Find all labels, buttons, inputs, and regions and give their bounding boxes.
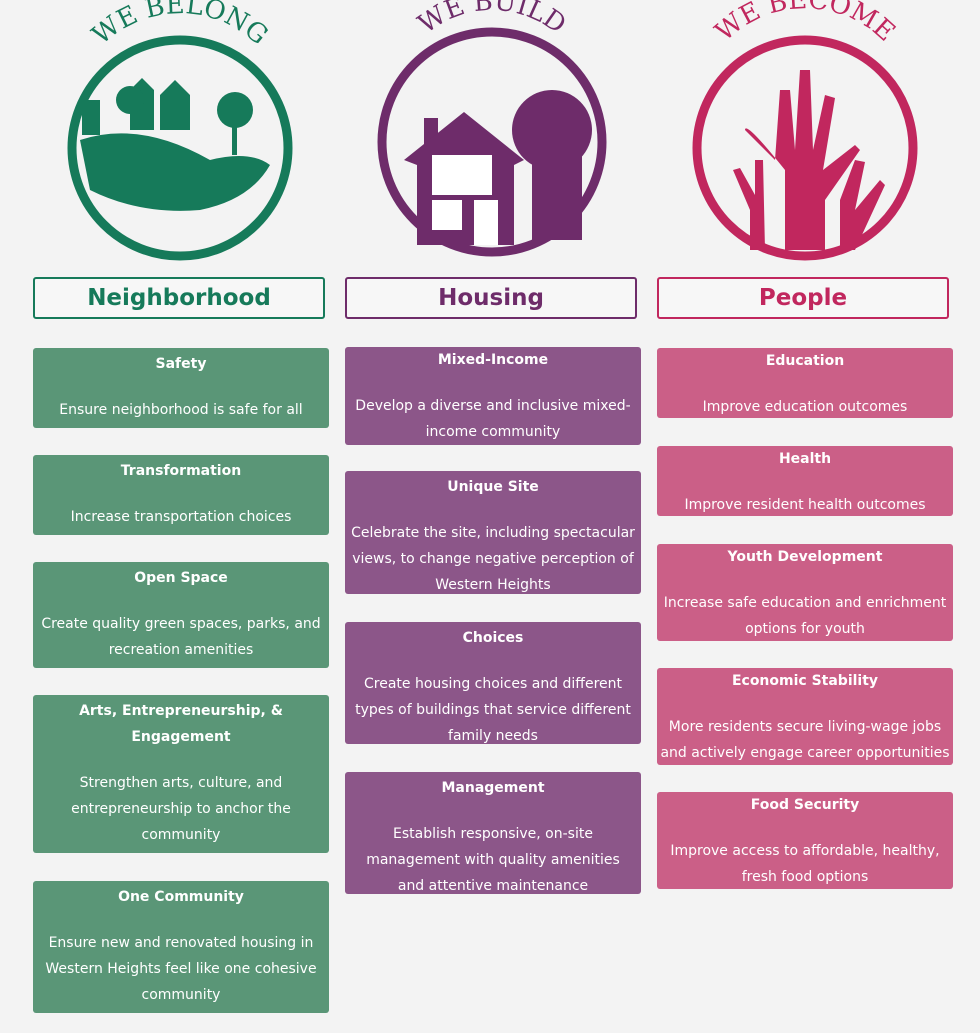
goal-title: Open Space: [134, 570, 228, 586]
we-build-logo: WE BUILD: [377, 0, 607, 257]
goal-title: One Community: [118, 889, 244, 905]
goal-desc: Create quality green spaces, parks, and …: [41, 616, 321, 658]
goal-title: Youth Development: [727, 549, 883, 565]
goal-desc: Increase safe education and enrichment o…: [663, 595, 947, 637]
goal-desc: More residents secure living-wage jobs a…: [660, 719, 950, 761]
goal-desc: Celebrate the site, including spectacula…: [351, 525, 635, 593]
goal-desc: Create housing choices and different typ…: [355, 676, 631, 744]
goal-title: Transformation: [120, 463, 242, 479]
goal-title: Choices: [462, 630, 524, 646]
goal-desc: Improve access to affordable, healthy, f…: [670, 843, 940, 885]
goal-desc: Develop a diverse and inclusive mixed-in…: [355, 398, 631, 440]
goal-desc: Establish responsive, on-site management…: [366, 826, 620, 894]
goal-title: Management: [441, 780, 545, 796]
goal-desc: Ensure neighborhood is safe for all: [59, 402, 303, 418]
goal-title: Economic Stability: [731, 673, 879, 689]
header-neighborhood: Neighborhood: [33, 277, 325, 319]
goal-title: Health: [778, 451, 832, 467]
hand-holding-neighborhood-icon: [80, 78, 270, 211]
goal-title: Safety: [155, 356, 207, 372]
goal-title: Education: [765, 353, 845, 369]
goal-title: Unique Site: [447, 479, 539, 495]
header-housing: Housing: [345, 277, 637, 319]
raised-hands-icon: [733, 70, 885, 250]
goal-title: Mixed-Income: [437, 352, 549, 368]
goal-desc: Ensure new and renovated housing in West…: [45, 935, 317, 1003]
we-become-logo: WE BECOME: [692, 0, 918, 261]
goal-desc: Increase transportation choices: [70, 509, 292, 525]
goal-desc: Improve resident health outcomes: [684, 497, 926, 513]
header-people: People: [657, 277, 949, 319]
goal-desc: Improve education outcomes: [702, 399, 908, 415]
goal-title: Food Security: [750, 797, 860, 813]
we-belong-logo: WE BELONG: [67, 0, 293, 261]
goal-desc: Strengthen arts, culture, and entreprene…: [71, 775, 291, 843]
goal-title: Arts, Entrepreneurship, & Engagement: [79, 703, 283, 745]
